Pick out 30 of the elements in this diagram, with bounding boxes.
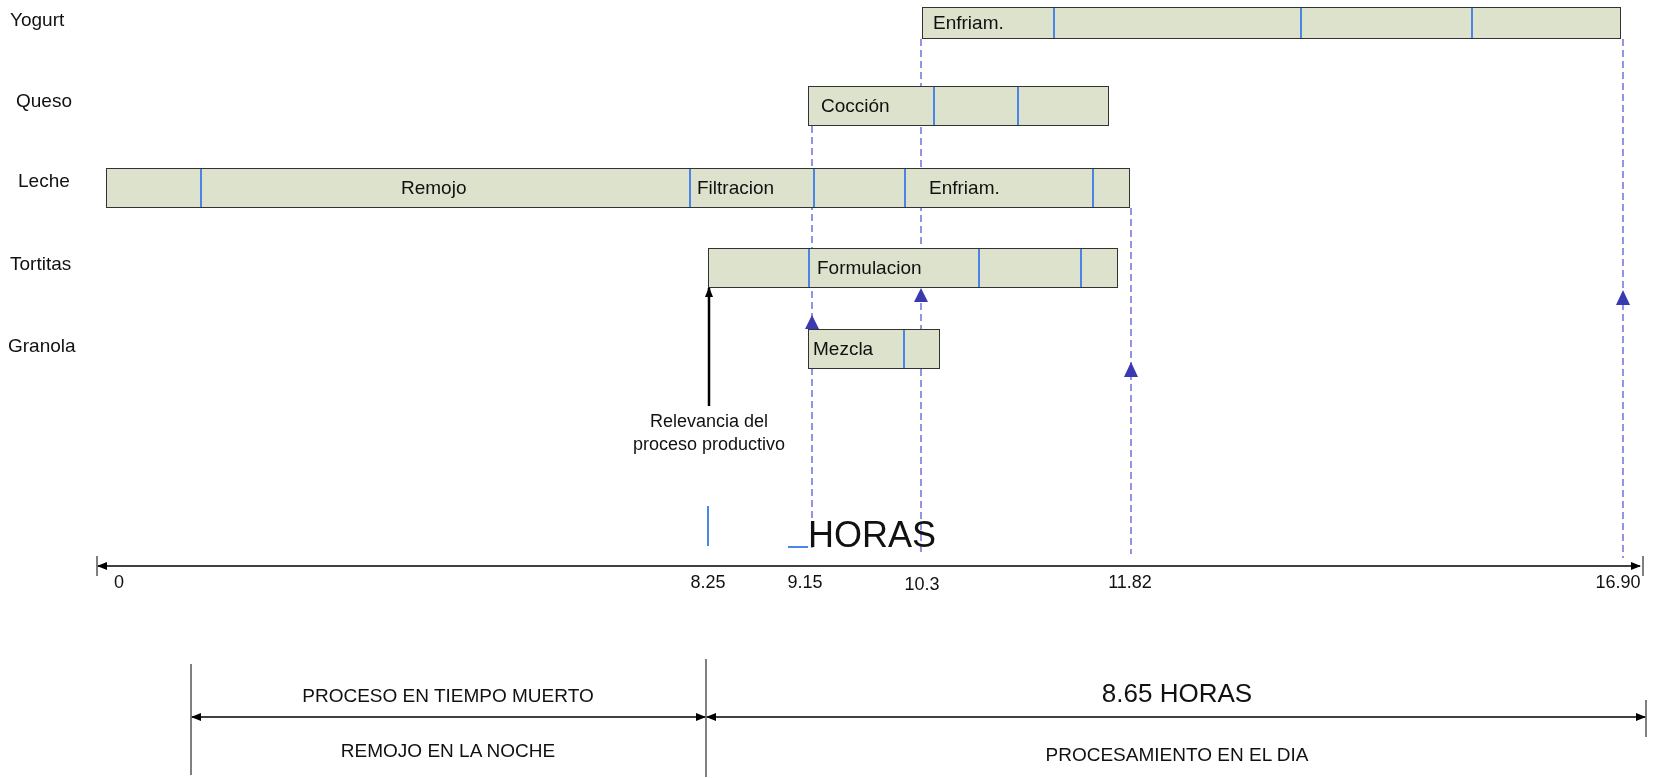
task-label: Enfriam. — [933, 12, 1004, 34]
tick-label: 10.3 — [904, 575, 940, 595]
gantt-bar — [808, 86, 1109, 126]
row-label: Queso — [16, 91, 72, 112]
row-label: Yogurt — [10, 10, 65, 31]
task-label: Enfriam. — [929, 177, 1000, 199]
row-label: Leche — [18, 171, 70, 192]
row-label: Granola — [8, 336, 76, 357]
tick-label: 9.15 — [787, 573, 823, 593]
task-label: Cocción — [821, 95, 890, 117]
dimension-label: REMOJO EN LA NOCHE — [340, 741, 556, 762]
task-label: Formulacion — [817, 257, 922, 279]
dimension-label: 8.65 HORAS — [1101, 679, 1253, 708]
gantt-bar — [922, 7, 1621, 39]
dimension-label: PROCESAMIENTO EN EL DIA — [1045, 745, 1309, 766]
gantt-bar — [708, 248, 1118, 288]
gantt-bar — [808, 329, 940, 369]
tick-label: 8.25 — [690, 573, 726, 593]
tick-label: 16.90 — [1595, 573, 1641, 593]
arrow — [705, 287, 713, 406]
annotation-text: Relevancia del proceso productivo — [632, 410, 786, 490]
tick-label: 11.82 — [1108, 573, 1152, 593]
dimension-label: PROCESO EN TIEMPO MUERTO — [302, 686, 594, 707]
row-label: Tortitas — [10, 254, 72, 275]
task-label: Remojo — [401, 177, 467, 199]
tick-label: 0 — [114, 573, 124, 593]
gantt-bar — [106, 168, 1130, 208]
axis-title: HORAS — [808, 515, 936, 555]
task-label: Mezcla — [813, 338, 874, 360]
task-label: Filtracion — [697, 177, 775, 199]
